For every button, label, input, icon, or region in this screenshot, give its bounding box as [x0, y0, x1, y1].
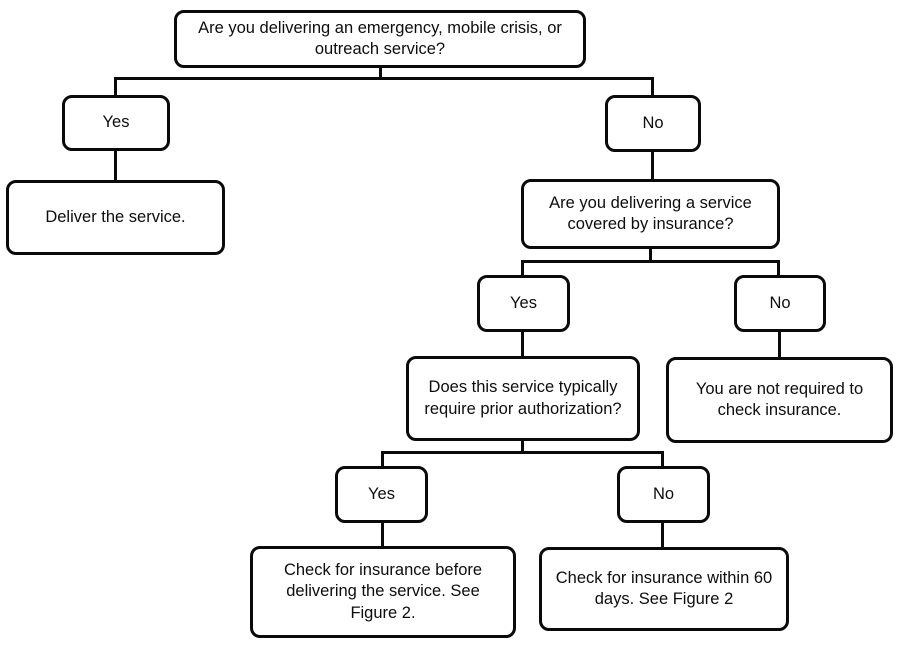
node-q3-prior-authorization-question: Does this service typically require prio…	[406, 356, 640, 441]
node-q1-emergency-question: Are you delivering an emergency, mobile …	[174, 10, 586, 68]
node-q3-no: No	[617, 466, 710, 523]
node-check-insurance-within-60-days: Check for insurance within 60 days. See …	[539, 547, 789, 631]
connector-q3no-to-check-60	[661, 522, 664, 548]
connector-q3-stem	[521, 441, 524, 454]
node-check-insurance-before-delivering: Check for insurance before delivering th…	[250, 546, 516, 638]
node-q2-yes: Yes	[477, 275, 570, 332]
connector-bus-level1	[114, 77, 654, 80]
connector-q1-to-no	[651, 77, 654, 97]
connector-q2-stem	[649, 249, 652, 263]
connector-q3-to-no	[661, 451, 664, 469]
connector-q1-to-yes	[114, 77, 117, 97]
connector-yes-to-deliver	[114, 150, 117, 182]
connector-q2-to-no	[777, 260, 780, 278]
node-q1-no: No	[605, 95, 701, 152]
node-q3-yes: Yes	[335, 466, 428, 523]
connector-q3-to-yes	[381, 451, 384, 469]
connector-no-to-q2	[651, 151, 654, 181]
connector-q2no-to-not-required	[778, 331, 781, 359]
node-q2-no: No	[734, 275, 826, 332]
node-deliver-the-service: Deliver the service.	[6, 180, 225, 255]
connector-bus-level2	[521, 260, 780, 263]
node-q1-yes: Yes	[62, 95, 170, 151]
node-not-required-to-check-insurance: You are not required to check insurance.	[666, 357, 893, 443]
connector-q3yes-to-check-before	[381, 522, 384, 548]
connector-q2-to-yes	[521, 260, 524, 278]
node-q2-insurance-covered-question: Are you delivering a service covered by …	[521, 179, 780, 249]
connector-q1-stem	[378, 68, 382, 80]
connector-bus-level3	[381, 451, 664, 454]
connector-q2yes-to-q3	[521, 331, 524, 359]
